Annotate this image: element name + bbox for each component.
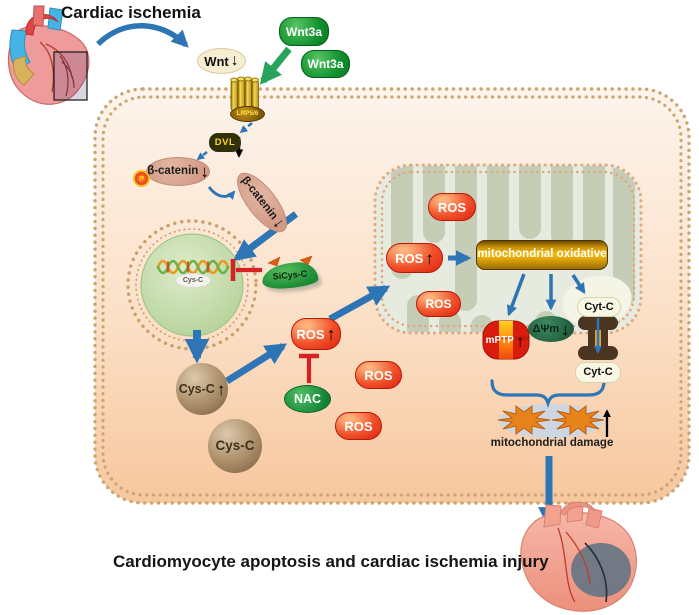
cysc-elevated-node: Cys-C ↑ — [176, 363, 228, 415]
diagram-caption: Cardiomyocyte apoptosis and cardiac isch… — [113, 552, 549, 571]
damaged-mitochondria — [497, 404, 605, 438]
ros-mito-node: ROS — [416, 291, 461, 317]
cysc-gene-label: Cys-C — [175, 273, 211, 288]
grouping-brace — [490, 379, 606, 409]
diagram-title: Cardiac ischemia — [61, 3, 201, 22]
cytc-channel — [578, 316, 618, 360]
ros-node: ROS — [355, 361, 402, 389]
nuclear-membrane-inner — [135, 228, 249, 342]
arrow-dvl-to-bcat — [196, 151, 208, 161]
dpsim-label: ΔΨm — [532, 322, 560, 335]
arrow-ischemia-to-wnt — [96, 23, 189, 48]
up-arrow-icon: ↑ — [515, 331, 525, 351]
ros-elevated-node: ROS ↑ — [291, 318, 341, 350]
ros-node: ROS — [335, 412, 382, 440]
mitochondrial-damage-label: mitochondrial damage — [490, 437, 614, 450]
cysc-basal-node: Cys-C — [208, 419, 262, 473]
cell-membrane-inner — [101, 95, 683, 497]
arrow-ros-to-mito — [328, 284, 391, 323]
wnt3a-node-bottom: Wnt3a — [301, 50, 350, 78]
inhibition-bars — [230, 259, 319, 383]
cysc-label: Cys-C — [178, 381, 215, 396]
dvl-node: DVL — [209, 133, 241, 152]
ros-label: ROS — [296, 326, 325, 342]
ros-label: ROS — [395, 250, 424, 266]
arrow-bcat-translocation — [207, 186, 236, 200]
activation-arrows — [96, 23, 586, 529]
mitochondrial-oxidative-box: mitochondrial oxidative — [476, 240, 608, 270]
up-arrow-icon: ↑ — [425, 248, 434, 268]
starburst-icon — [497, 405, 551, 435]
arrow-lrp-to-dvl — [239, 122, 253, 134]
ros-mito-node: ROS — [428, 193, 476, 221]
arrow-oxidative-to-mptp — [506, 273, 526, 317]
cell-membrane-outer — [93, 87, 691, 505]
heart-apoptosis-illustration — [520, 501, 637, 612]
beta-catenin-node: β-catenin ↓ — [146, 157, 210, 186]
lrp56-receptor-label: LRP5/6 — [230, 106, 265, 122]
heart-ischemia-illustration — [7, 5, 90, 105]
arrow-wnt3a-to-receptor — [259, 46, 292, 85]
starburst-icon — [551, 405, 605, 435]
phospho-badge: P — [133, 170, 150, 187]
down-arrow-icon: ↓ — [200, 162, 209, 181]
down-arrow-icon: ↓ — [561, 319, 570, 339]
arrow-cysc-to-ros — [225, 343, 288, 384]
nac-node: NAC — [284, 385, 331, 413]
wnt-node: Wnt ↓ — [197, 48, 246, 74]
lrp-receptor-cylinders — [230, 76, 259, 113]
mito-membrane-inner — [380, 170, 636, 328]
wnt3a-node-top: Wnt3a — [279, 17, 329, 46]
arrow-oxidative-to-cytc — [571, 274, 586, 295]
cytc-inner-node: Cyt-C — [577, 297, 621, 317]
mptp-label: mPTP — [485, 335, 514, 346]
wnt-label: Wnt — [204, 53, 229, 69]
ros-mito-elevated-node: ROS ↑ — [386, 243, 443, 273]
up-arrow-icon: ↑ — [326, 324, 336, 344]
beta-catenin-label: β-catenin — [147, 164, 199, 177]
mptp-pore — [482, 320, 530, 360]
up-arrow-icon: ↑ — [216, 379, 226, 399]
cytc-released-node: Cyt-C — [575, 362, 621, 383]
down-arrow-icon: ↓ — [230, 52, 239, 69]
mptp-node: mPTP ↑ — [481, 325, 529, 357]
membrane-potential-node: ΔΨm ↓ — [528, 316, 574, 342]
